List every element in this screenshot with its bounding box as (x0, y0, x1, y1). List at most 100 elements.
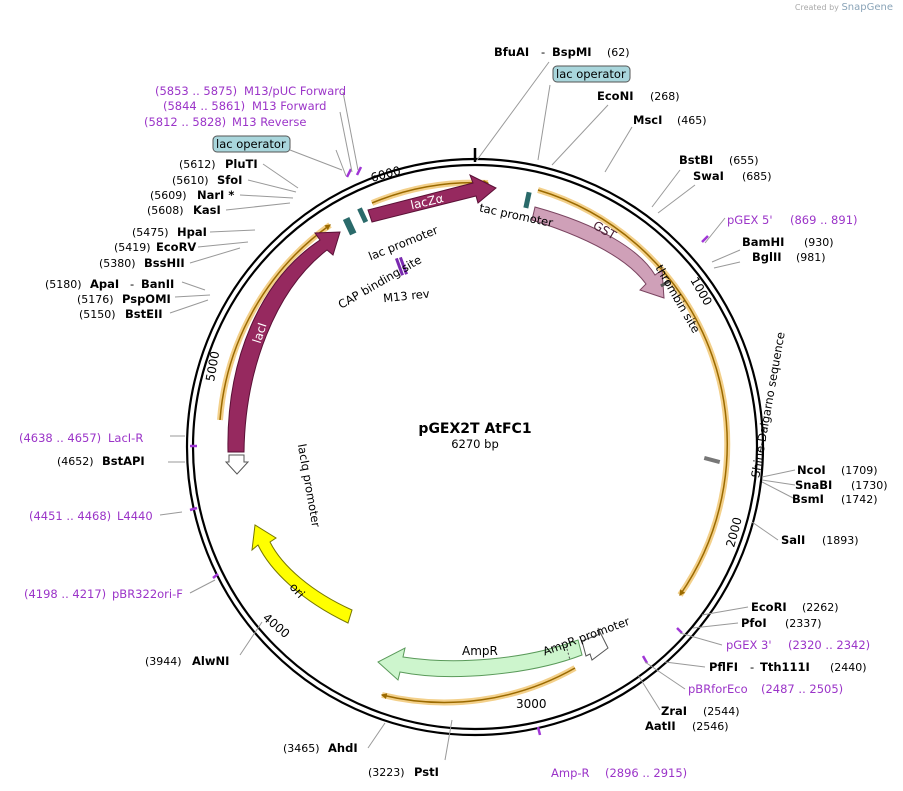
enzyme-bsmi: BsmI (792, 492, 824, 506)
enzyme-swai: SwaI (693, 169, 724, 183)
enzyme-pfoi-pos: (2337) (785, 617, 822, 630)
enzyme-alwni: AlwNI (192, 654, 229, 668)
enzyme-ecorv: EcoRV (156, 240, 196, 254)
tick-5000: 5000 (203, 350, 222, 383)
enzyme-labels: BfuAI - BspMI (62) EcoNI (268) MscI (465… (45, 45, 888, 779)
primer-m13fwd-range: (5844 .. 5861) (163, 99, 245, 113)
primer-pbrforeco-range: (2487 .. 2505) (761, 682, 843, 696)
primer-m13rev-range: (5812 .. 5828) (144, 115, 226, 129)
enzyme-pfoi: PfoI (741, 616, 767, 630)
enzyme-kasi: KasI (193, 203, 221, 217)
primer-m13rev-name: M13 Reverse (232, 115, 306, 129)
primer-m13fwd-name: M13 Forward (252, 99, 326, 113)
lac-promoter-label: lac promoter (366, 223, 440, 264)
AmpR-promoter-arrow (581, 627, 609, 661)
primer-ticks (189, 166, 709, 736)
enzyme-apai: ApaI (90, 277, 119, 291)
enzyme-pspomi: PspOMI (122, 292, 171, 306)
enzyme-aatii-pos: (2546) (692, 720, 729, 733)
enzyme-dash-2: - (750, 660, 754, 674)
enzyme-hpai-pos: (5475) (132, 226, 169, 239)
thrombin-site-label: thrombin site (653, 262, 703, 335)
enzyme-dash-1: - (541, 45, 545, 59)
primer-laci-r-range: (4638 .. 4657) (19, 431, 101, 445)
enzyme-snabi: SnaBI (795, 478, 832, 492)
enzyme-bfuai: BfuAI (494, 45, 529, 59)
watermark-prefix: Created by (794, 3, 839, 12)
enzyme-bglii: BglII (752, 250, 782, 264)
GST-arrow (531, 206, 665, 299)
enzyme-sali-pos: (1893) (822, 534, 859, 547)
enzyme-swai-pos: (685) (742, 170, 772, 183)
enzyme-bamhi: BamHI (742, 235, 784, 249)
enzyme-psti-pos: (3223) (368, 766, 405, 779)
enzyme-aatii: AatII (645, 719, 676, 733)
tick-3000: 3000 (516, 697, 547, 711)
enzyme-ahdi-pos: (3465) (283, 742, 320, 755)
primer-pgex3-range: (2320 .. 2342) (788, 638, 870, 652)
enzyme-ncoi: NcoI (797, 463, 826, 477)
lac-operator-top-box (552, 65, 631, 83)
tac-promoter-label: tac promoter (478, 201, 554, 230)
enzyme-pflfi-pos: (2440) (830, 661, 867, 674)
enzyme-snabi-pos: (1730) (851, 479, 888, 492)
enzyme-pluti: PluTI (225, 157, 258, 171)
laciq-promoter-label: lacIq promoter (295, 443, 323, 529)
primer-ampr-range: (2896 .. 2915) (605, 766, 687, 780)
enzyme-bglii-pos: (981) (796, 251, 826, 264)
enzyme-msci-pos: (465) (677, 114, 707, 127)
enzyme-bstbi-pos: (655) (729, 154, 759, 167)
primer-pgex5-range: (869 .. 891) (790, 213, 858, 227)
primer-l4440-name: L4440 (117, 509, 153, 523)
enzyme-bsmi-pos: (1742) (841, 493, 878, 506)
enzyme-kasi-pos: (5608) (147, 204, 184, 217)
enzyme-hpai: HpaI (177, 225, 207, 239)
ampr-promoter-boundary (565, 644, 571, 661)
enzyme-tth111i: Tth111I (760, 660, 810, 674)
lac-operator-top-label: lac operator (556, 67, 626, 81)
enzyme-bsteii: BstEII (125, 307, 163, 321)
tick-6000: 6000 (369, 163, 402, 184)
primer-pbr322ori-range: (4198 .. 4217) (24, 587, 106, 601)
plasmid-length: 6270 bp (451, 437, 499, 451)
lacI-label: lacI (250, 321, 270, 345)
enzyme-bfuai-pos: (62) (607, 46, 630, 59)
enzyme-bsshii: BssHII (144, 256, 185, 270)
enzyme-zrai-pos: (2544) (703, 705, 740, 718)
primer-laci-r-name: LacI-R (108, 431, 143, 445)
enzyme-bsteii-pos: (5150) (79, 308, 116, 321)
primer-pbr322ori-name: pBR322ori-F (112, 587, 183, 601)
enzyme-bstapi-pos: (4652) (57, 455, 94, 468)
primer-pgex5-name: pGEX 5' (727, 213, 773, 227)
enzyme-ncoi-pos: (1709) (841, 464, 878, 477)
enzyme-psti: PstI (414, 765, 439, 779)
enzyme-bstbi: BstBI (679, 153, 713, 167)
lac-operator-left-box (212, 135, 291, 153)
enzyme-sfoi: SfoI (217, 173, 242, 187)
enzyme-bamhi-pos: (930) (804, 236, 834, 249)
m13-rev-label: M13 rev (382, 286, 430, 305)
enzyme-ecorv-pos: (5419) (114, 241, 151, 254)
primer-labels: (5853 .. 5875) M13/pUC Forward (5844 .. … (19, 84, 870, 780)
enzyme-ecori-pos: (2262) (802, 601, 839, 614)
enzyme-bspmi: BspMI (552, 45, 592, 59)
ori-arrow (251, 524, 353, 624)
lacI-arrow (227, 231, 341, 453)
enzyme-dash-3: - (130, 277, 134, 291)
tick-2000: 2000 (723, 516, 744, 549)
enzyme-zrai: ZraI (661, 704, 687, 718)
laciq-promoter-arrow (224, 454, 250, 475)
enzyme-pflfi: PflFI (709, 660, 738, 674)
primer-m13puc-range: (5853 .. 5875) (155, 84, 237, 98)
snapgene-watermark: Created by SnapGene (795, 2, 893, 13)
promoter-boxes (342, 191, 721, 465)
plasmid-name: pGEX2T AtFC1 (418, 421, 531, 437)
primer-ampr-name: Amp-R (551, 766, 590, 780)
enzyme-msci: MscI (633, 113, 662, 127)
primer-l4440-range: (4451 .. 4468) (29, 509, 111, 523)
lacZa-label: lacZα (409, 191, 445, 212)
enzyme-sali: SalI (781, 533, 805, 547)
enzyme-ecori: EcoRI (751, 600, 787, 614)
enzyme-nari: NarI * (197, 188, 234, 202)
